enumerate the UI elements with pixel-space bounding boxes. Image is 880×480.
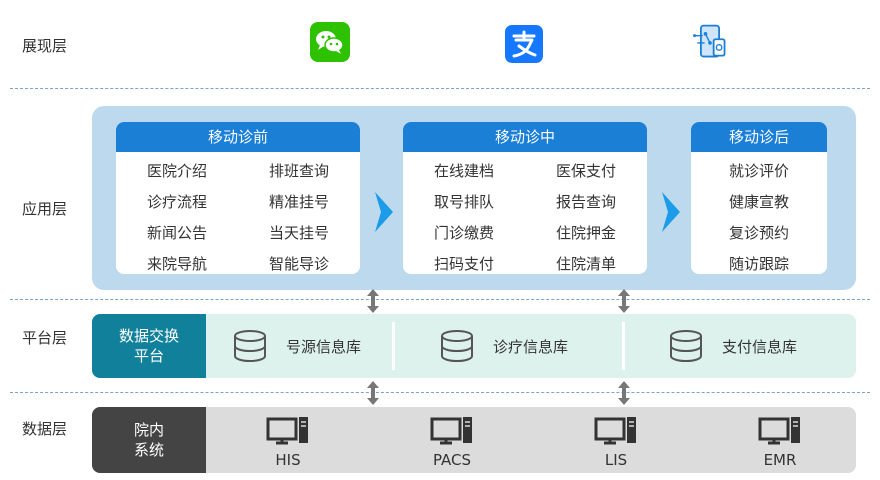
computer-icon bbox=[758, 417, 800, 445]
bidirectional-arrow-icon bbox=[367, 381, 379, 405]
computer-icon bbox=[430, 417, 472, 445]
system-item: PACS bbox=[412, 407, 492, 473]
service-item: 医院介绍 bbox=[146, 162, 207, 180]
wechat-icon bbox=[310, 22, 350, 62]
service-item: 精准挂号 bbox=[268, 193, 329, 211]
database-label: 诊疗信息库 bbox=[493, 337, 569, 356]
service-item: 住院押金 bbox=[555, 224, 616, 242]
data-exchange-platform: 数据交换 平台 bbox=[92, 314, 206, 378]
database-label: 号源信息库 bbox=[286, 337, 362, 356]
service-item: 住院清单 bbox=[555, 255, 616, 273]
card-in-diagnosis: 移动诊中 在线建档 医保支付 取号排队 报告查询 门诊缴费 住院押金 扫码支付 … bbox=[403, 122, 647, 274]
service-item: 诊疗流程 bbox=[146, 193, 207, 211]
database-label: 支付信息库 bbox=[722, 337, 798, 356]
service-item: 扫码支付 bbox=[433, 255, 494, 273]
card-title: 移动诊后 bbox=[691, 122, 827, 152]
service-item: 医保支付 bbox=[555, 162, 616, 180]
database-strip: 号源信息库 诊疗信息库 支付信息库 bbox=[206, 314, 856, 378]
bidirectional-arrow-icon bbox=[618, 289, 630, 313]
card-pre-diagnosis: 移动诊前 医院介绍 排班查询 诊疗流程 精准挂号 新闻公告 当天挂号 来院导航 … bbox=[116, 122, 360, 274]
bidirectional-arrow-icon bbox=[618, 381, 630, 405]
data-label-line1: 院内 bbox=[133, 421, 164, 439]
database-item: 支付信息库 bbox=[668, 314, 797, 378]
service-item: 新闻公告 bbox=[146, 224, 207, 242]
service-item: 在线建档 bbox=[433, 162, 494, 180]
alipay-icon bbox=[504, 24, 544, 64]
platform-label-line1: 数据交换 bbox=[118, 327, 179, 345]
layer-label-platform: 平台层 bbox=[22, 329, 68, 347]
chevron-right-icon bbox=[662, 192, 680, 232]
system-label: EMR bbox=[763, 451, 797, 469]
database-divider bbox=[392, 322, 395, 370]
service-item: 来院导航 bbox=[146, 255, 207, 273]
internal-systems-label: 院内 系统 bbox=[92, 407, 206, 473]
layer-label-presentation: 展现层 bbox=[22, 37, 68, 55]
system-item: HIS bbox=[248, 407, 328, 473]
separator-line bbox=[10, 392, 870, 393]
service-item: 取号排队 bbox=[433, 193, 494, 211]
service-item: 排班查询 bbox=[268, 162, 329, 180]
database-icon bbox=[670, 330, 702, 363]
bidirectional-arrow-icon bbox=[367, 289, 379, 313]
systems-strip: HIS PACS LIS EMR bbox=[206, 407, 856, 473]
system-label: PACS bbox=[432, 451, 472, 469]
platform-label-line2: 平台 bbox=[133, 347, 164, 365]
database-divider bbox=[622, 322, 625, 370]
service-item: 报告查询 bbox=[555, 193, 616, 211]
service-item: 随访跟踪 bbox=[728, 255, 789, 273]
separator-line bbox=[10, 299, 870, 300]
service-item: 就诊评价 bbox=[728, 162, 789, 180]
card-title: 移动诊中 bbox=[403, 122, 647, 152]
service-item: 复诊预约 bbox=[728, 224, 789, 242]
computer-icon bbox=[594, 417, 636, 445]
data-label-line2: 系统 bbox=[133, 441, 164, 459]
computer-icon bbox=[266, 417, 308, 445]
system-item: LIS bbox=[576, 407, 656, 473]
database-item: 诊疗信息库 bbox=[439, 314, 568, 378]
database-icon bbox=[234, 330, 266, 363]
card-title: 移动诊前 bbox=[116, 122, 360, 152]
service-item: 当天挂号 bbox=[268, 224, 329, 242]
card-post-diagnosis: 移动诊后 就诊评价 健康宣教 复诊预约 随访跟踪 bbox=[691, 122, 827, 274]
chevron-right-icon bbox=[375, 192, 393, 232]
layer-label-data: 数据层 bbox=[22, 420, 68, 438]
service-item: 智能导诊 bbox=[268, 255, 329, 273]
system-label: HIS bbox=[275, 451, 301, 469]
system-item: EMR bbox=[740, 407, 820, 473]
mobile-app-icon bbox=[690, 22, 730, 62]
service-item: 门诊缴费 bbox=[433, 224, 494, 242]
separator-line bbox=[10, 88, 870, 89]
layer-label-application: 应用层 bbox=[22, 200, 68, 218]
database-item: 号源信息库 bbox=[232, 314, 361, 378]
database-icon bbox=[441, 330, 473, 363]
service-item: 健康宣教 bbox=[728, 193, 789, 211]
system-label: LIS bbox=[604, 451, 628, 469]
